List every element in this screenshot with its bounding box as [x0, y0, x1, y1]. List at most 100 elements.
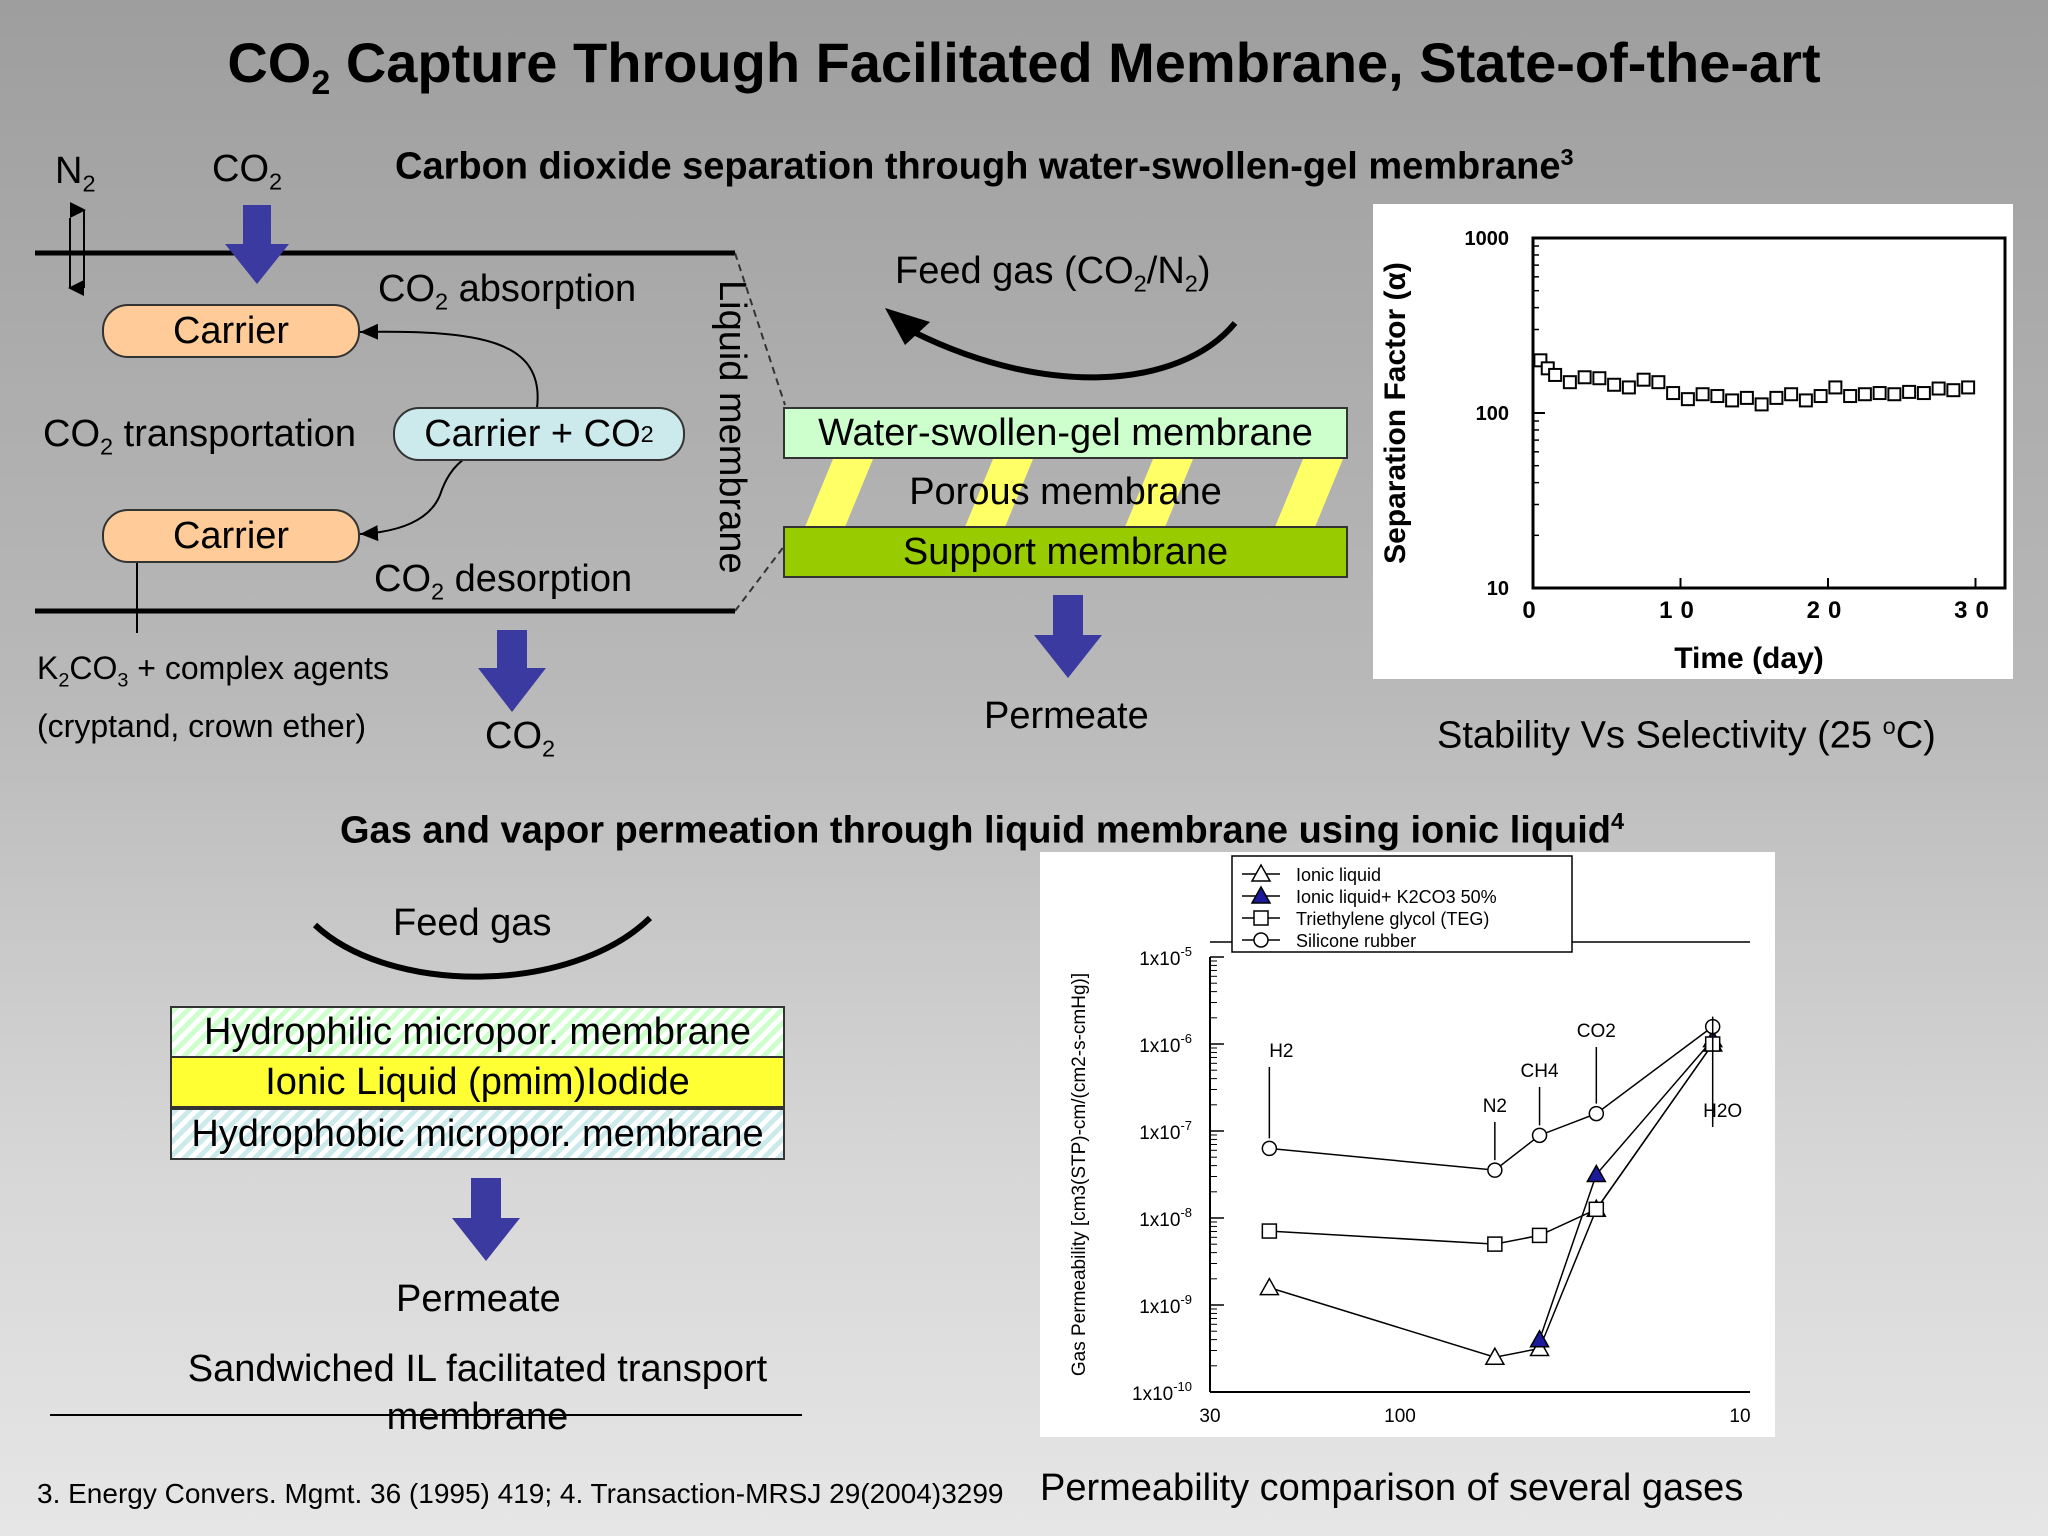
chart1-point: [1562, 375, 1577, 390]
chart2-point: [1588, 1201, 1605, 1218]
chart1-point: [1872, 386, 1887, 401]
references: 3. Energy Convers. Mgmt. 36 (1995) 419; …: [37, 1478, 1004, 1509]
chart1-point: [1813, 389, 1828, 404]
chart1-point: [1548, 367, 1563, 382]
co2-out-arrow: [478, 630, 546, 712]
stability-caption: Stability Vs Selectivity (25 oC): [1437, 713, 1936, 757]
co2-out-label: CO2: [485, 715, 556, 762]
chart2-point: [1487, 1162, 1503, 1178]
chart2-legend: [1231, 855, 1573, 953]
chart1-point: [1857, 387, 1872, 402]
chart1-point: [1725, 393, 1740, 408]
chart1-ytick-label: 100: [1476, 403, 1509, 425]
chart1-point: [1577, 370, 1592, 385]
hydrophobic-layer: Hydrophobic micropor. membrane: [170, 1108, 785, 1160]
chart1-frame: [1531, 236, 2007, 590]
feed-gas-label-2: Feed gas: [393, 902, 552, 944]
permeate-arrow-1: [1034, 595, 1102, 678]
carrier-top: Carrier: [102, 304, 360, 358]
chart1-point: [1710, 389, 1725, 404]
section1-heading: Carbon dioxide separation through water-…: [395, 144, 1574, 188]
chart1-point: [1828, 380, 1843, 395]
porous-membrane-layer: Porous membrane: [783, 459, 1348, 527]
chart1-xtick-label: 0: [1522, 597, 1543, 624]
chart1-point: [1961, 380, 1976, 395]
chart2-point: [1250, 863, 1272, 882]
chart1-ytick-label: 1000: [1465, 228, 1510, 250]
chart2-ytick-label: 1x10-7: [1139, 1118, 1192, 1144]
chart2-point: [1588, 1105, 1605, 1122]
chart2-xtick-label: 10: [1729, 1406, 1750, 1427]
chart2-ytick-label: 1x10-5: [1139, 944, 1192, 970]
chart1-point: [1946, 383, 1961, 398]
chart1-xlabel: Time (day): [1674, 642, 1824, 675]
chart1-point: [1607, 377, 1622, 392]
chart2-ytick-label: 1x10-10: [1132, 1379, 1192, 1405]
chart2-series-line: [1269, 1043, 1714, 1358]
carrier-bottom: Carrier: [102, 509, 360, 563]
chart2-ytick-label: 1x10-8: [1139, 1205, 1192, 1231]
chart2-point: [1250, 885, 1272, 904]
chart1-point: [1680, 392, 1695, 407]
chart2-point: [1531, 1227, 1548, 1244]
chart2-point: [1253, 932, 1269, 948]
n2-label: N2: [55, 150, 96, 197]
chart1-point: [1931, 381, 1946, 396]
chart1-point: [1769, 390, 1784, 405]
chart2-legend-label: Ionic liquid: [1296, 865, 1381, 885]
chart2-annotation: CH4: [1521, 1061, 1559, 1082]
chart2-point: [1487, 1236, 1503, 1252]
chart2-legend-label: Ionic liquid+ K2CO3 50%: [1296, 887, 1497, 907]
ionic-liquid-layer: Ionic Liquid (pmim)Iodide: [170, 1056, 785, 1108]
chart1-point: [1621, 380, 1636, 395]
chart2-ytick-label: 1x10-6: [1139, 1031, 1192, 1057]
chart1-point: [1739, 390, 1754, 405]
chart1-xtick-label: 10: [1659, 597, 1702, 624]
chart2-ylabel: Gas Permeability [cm3(STP)-cm/(cm2-s-cmH…: [1069, 973, 1090, 1376]
chart2-annotation: N2: [1483, 1096, 1507, 1117]
chart2-point: [1586, 1163, 1607, 1183]
co2-in-arrow: [225, 205, 289, 284]
section2-heading: Gas and vapor permeation through liquid …: [340, 808, 1625, 852]
permeate-label-2: Permeate: [396, 1278, 561, 1320]
chart2-annotation: H2O: [1703, 1101, 1742, 1122]
chart2-point: [1261, 1223, 1278, 1239]
permeability-caption: Permeability comparison of several gases: [1040, 1467, 1744, 1509]
chart2-xtick-label: 100: [1384, 1406, 1416, 1427]
permeate-label-1: Permeate: [984, 695, 1149, 737]
co2-in-label: CO2: [212, 148, 283, 195]
chart1-xtick-label: 20: [1807, 597, 1850, 624]
co2-absorption-label: CO2 absorption: [378, 268, 637, 315]
gel-membrane-layer: Water-swollen-gel membrane: [783, 407, 1348, 459]
chart2-point: [1261, 1140, 1278, 1157]
chart1-point: [1798, 393, 1813, 408]
chart2-xtick-label: 30: [1199, 1406, 1220, 1427]
chart2-series-line: [1538, 1039, 1714, 1341]
chart1-point: [1695, 387, 1710, 402]
porous-membrane-label: Porous membrane: [909, 471, 1222, 513]
chart2-point: [1484, 1346, 1506, 1365]
chart2-legend-label: Triethylene glycol (TEG): [1296, 909, 1489, 929]
chart2-point: [1529, 1329, 1550, 1348]
feed-gas-label: Feed gas (CO2/N2): [895, 250, 1211, 297]
chart2-annotation: H2: [1269, 1041, 1293, 1062]
chart2-legend-label: Silicone rubber: [1296, 931, 1416, 951]
page-title: CO2 Capture Through Facilitated Membrane…: [227, 31, 1821, 103]
chart1-ylabel: Separation Factor (α): [1379, 262, 1412, 564]
chart1-point: [1666, 386, 1681, 401]
chart1-point: [1887, 387, 1902, 402]
chart2-point: [1531, 1127, 1548, 1144]
chart1-point: [1636, 372, 1651, 387]
chart1-xtick-label: 30: [1954, 597, 1997, 624]
co2-desorption-label: CO2 desorption: [374, 558, 633, 605]
chart1-point: [1754, 397, 1769, 412]
chart1-point: [1784, 387, 1799, 402]
agents-label: K2CO3 + complex agents (cryptand, crown …: [37, 650, 389, 745]
chart1-point: [1843, 389, 1858, 404]
chart2-point: [1259, 1277, 1280, 1296]
hydrophilic-layer: Hydrophilic micropor. membrane: [170, 1006, 785, 1058]
